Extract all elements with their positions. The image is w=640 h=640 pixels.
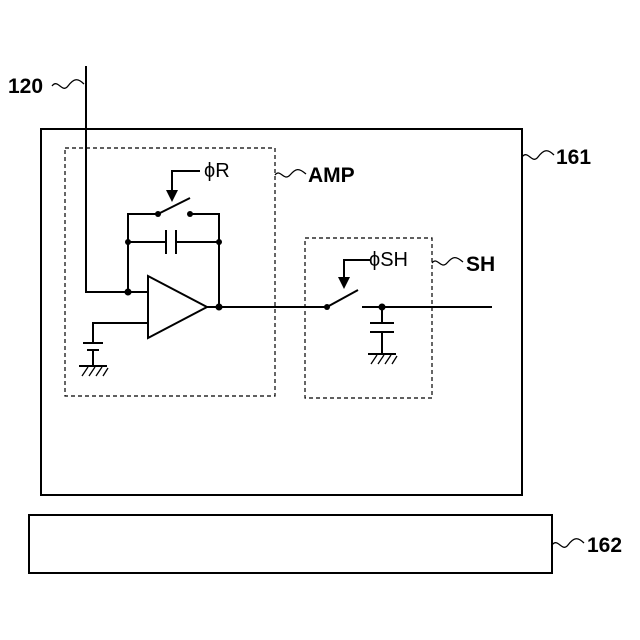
leader-120 <box>52 80 84 89</box>
input-line-120 <box>86 66 128 292</box>
label-phi-sh: ϕSH <box>369 249 408 271</box>
node-dot <box>216 304 223 311</box>
label-120: 120 <box>8 75 43 98</box>
noninverting-input-wire <box>93 323 148 343</box>
label-sh: SH <box>466 253 495 276</box>
switch-contact-right <box>187 211 193 217</box>
leader-162 <box>552 539 584 548</box>
block-162 <box>29 515 552 573</box>
ground-icon <box>371 355 397 364</box>
amp-region <box>65 148 275 396</box>
leader-161 <box>522 151 554 160</box>
reference-source <box>79 343 107 366</box>
switch-contact-left <box>155 211 161 217</box>
node-dot <box>125 239 131 245</box>
sh-switch-blade <box>327 290 358 307</box>
label-161: 161 <box>556 146 591 169</box>
feedback-capacitor <box>128 230 219 254</box>
ground-icon <box>82 367 108 376</box>
label-162: 162 <box>587 534 622 557</box>
op-amp-triangle <box>148 276 207 338</box>
arrow-down-icon <box>166 190 178 202</box>
node-dot <box>216 239 222 245</box>
block-161 <box>41 129 522 495</box>
sh-switch-contact <box>324 304 330 310</box>
leader-sh <box>432 258 463 265</box>
leader-amp <box>275 170 306 177</box>
label-phi-r: ϕR <box>204 160 230 182</box>
reset-switch-blade <box>158 198 190 214</box>
feedback-left-wire <box>128 214 158 292</box>
hold-capacitor <box>368 307 396 354</box>
feedback-right-wire <box>190 214 219 306</box>
arrow-down-icon <box>338 277 350 289</box>
label-amp: AMP <box>308 164 355 187</box>
